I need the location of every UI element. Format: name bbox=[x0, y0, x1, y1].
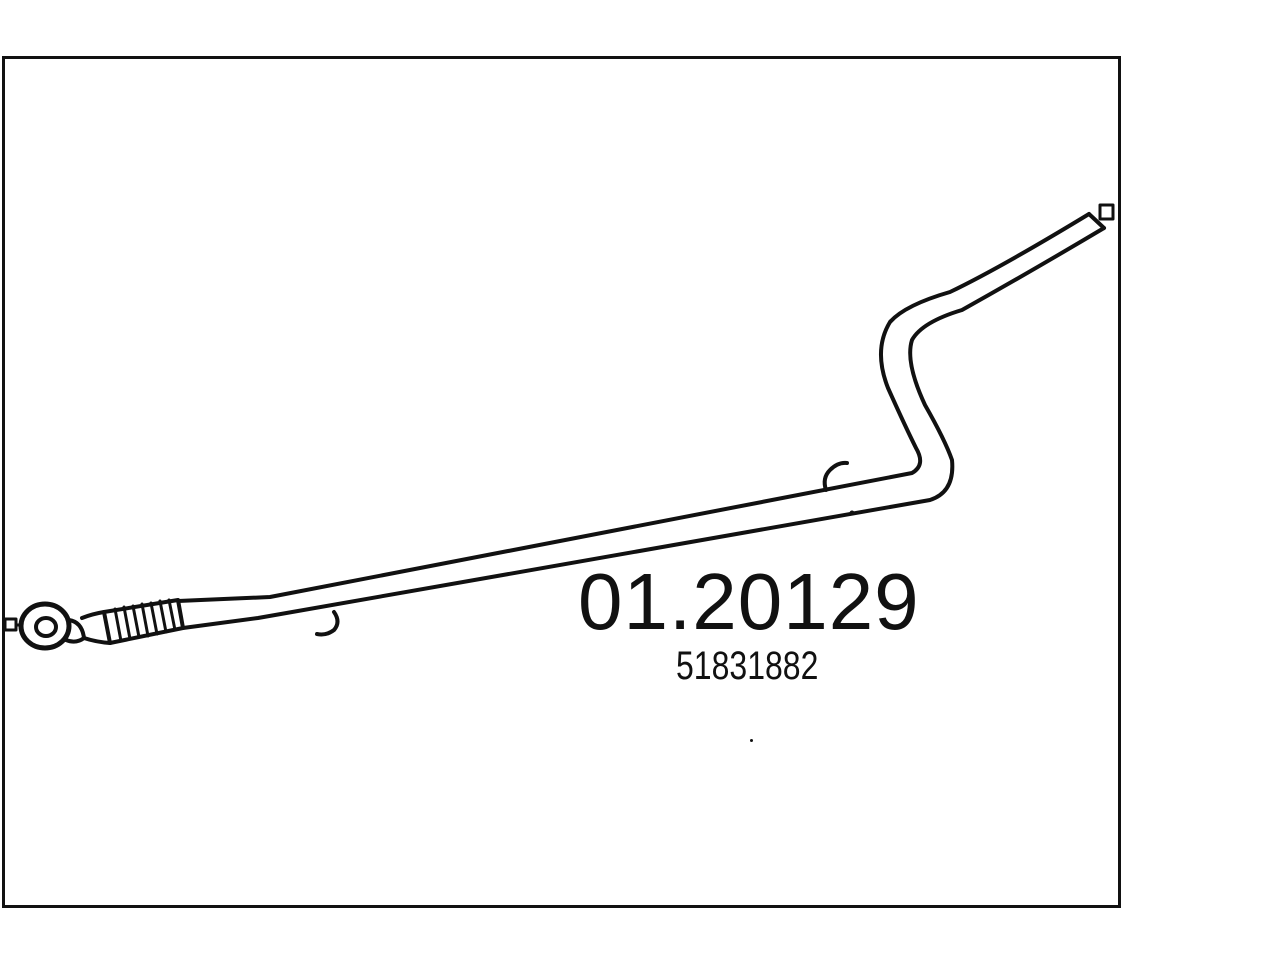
hanger-dot-lower bbox=[849, 510, 855, 516]
front-flange-ear bbox=[64, 618, 86, 644]
front-flange-inner bbox=[34, 616, 58, 638]
print-speck bbox=[750, 739, 753, 742]
front-flange bbox=[18, 601, 72, 651]
pipe-lower-outline bbox=[181, 226, 1106, 630]
front-stud bbox=[3, 617, 18, 632]
hanger-bracket-upper bbox=[822, 460, 849, 492]
diagram-frame bbox=[2, 56, 1121, 908]
part-number: 01.20129 bbox=[578, 557, 920, 646]
oem-number: 51831882 bbox=[676, 644, 819, 688]
hanger-bracket-front bbox=[315, 610, 340, 637]
pipe-upper-outline bbox=[176, 212, 1091, 603]
flange-neck bbox=[80, 610, 112, 645]
bellows-outline bbox=[102, 598, 185, 645]
pipe-end-tab bbox=[1098, 203, 1115, 221]
pipe-end-cap bbox=[1087, 212, 1106, 230]
bellows-corrugations bbox=[113, 598, 177, 643]
